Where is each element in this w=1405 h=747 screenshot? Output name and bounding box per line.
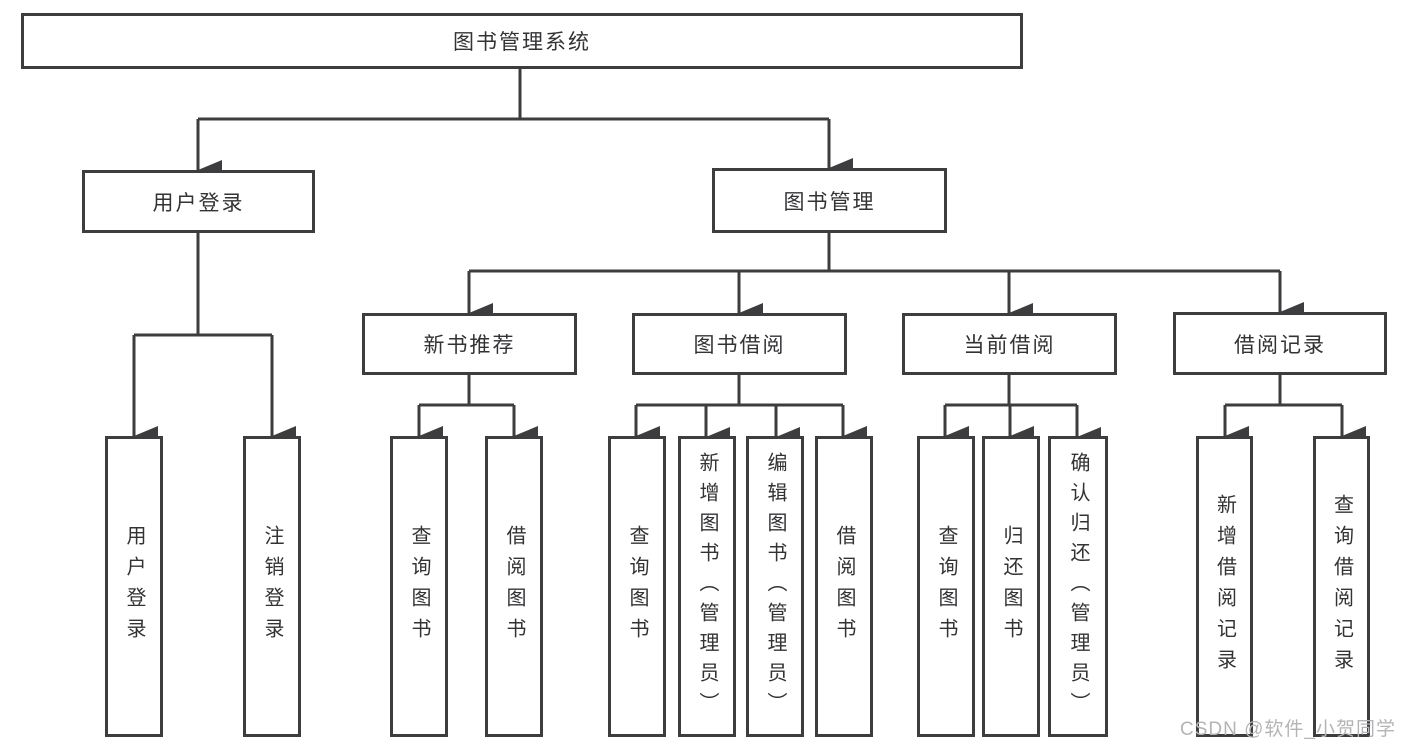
leaf-current-confirm-return-admin: 确认归还（管理员） (1048, 436, 1108, 737)
leaf-current-query-books: 查询图书 (917, 436, 975, 737)
node-library-system: 图书管理系统 (21, 13, 1023, 69)
node-borrow-records: 借阅记录 (1173, 312, 1387, 375)
node-borrow-records-label: 借阅记录 (1234, 333, 1326, 357)
node-book-borrowing-label: 图书借阅 (693, 334, 786, 357)
leaf-records-add-record: 新增借阅记录 (1196, 436, 1253, 737)
leaf-records-query-record-label: 查询借阅记录 (1330, 493, 1353, 680)
node-user-login-branch: 用户登录 (82, 170, 315, 233)
leaf-borrowing-borrow-books: 借阅图书 (815, 436, 873, 737)
node-current-borrowing: 当前借阅 (902, 313, 1117, 375)
leaf-borrowing-edit-books-admin: 编辑图书（管理员） (746, 436, 804, 737)
leaf-newbooks-borrow-books-label: 借阅图书 (503, 524, 525, 649)
node-new-book-recommend-label: 新书推荐 (423, 334, 516, 357)
leaf-user-login: 用户登录 (105, 436, 163, 737)
node-book-management: 图书管理 (712, 168, 947, 233)
leaf-current-confirm-return-admin-label: 确认归还（管理员） (1067, 451, 1089, 722)
leaf-current-return-books: 归还图书 (982, 436, 1040, 737)
node-book-management-label: 图书管理 (783, 190, 876, 214)
node-book-borrowing: 图书借阅 (632, 313, 847, 375)
leaf-newbooks-borrow-books: 借阅图书 (485, 436, 543, 737)
leaf-borrowing-add-books-admin-label: 新增图书（管理员） (696, 451, 718, 722)
leaf-borrowing-query-books: 查询图书 (608, 436, 666, 737)
leaf-borrowing-add-books-admin: 新增图书（管理员） (678, 436, 736, 737)
leaf-newbooks-query-books: 查询图书 (390, 436, 448, 737)
leaf-newbooks-query-books-label: 查询图书 (408, 524, 430, 649)
leaf-borrowing-edit-books-admin-label: 编辑图书（管理员） (764, 451, 786, 722)
node-user-login-branch-label: 用户登录 (152, 191, 245, 215)
leaf-records-add-record-label: 新增借阅记录 (1213, 493, 1236, 680)
leaf-borrowing-borrow-books-label: 借阅图书 (833, 524, 855, 649)
leaf-current-return-books-label: 归还图书 (1000, 524, 1022, 649)
leaf-current-query-books-label: 查询图书 (935, 524, 957, 649)
leaf-user-login-label: 用户登录 (123, 524, 145, 649)
leaf-logout-label: 注销登录 (261, 524, 283, 649)
node-current-borrowing-label: 当前借阅 (963, 334, 1056, 357)
leaf-records-query-record: 查询借阅记录 (1313, 436, 1370, 737)
leaf-logout: 注销登录 (243, 436, 301, 737)
node-new-book-recommend: 新书推荐 (362, 313, 577, 375)
node-library-system-label: 图书管理系统 (453, 31, 591, 54)
csdn-watermark: CSDN @软件_小贺同学 (1180, 719, 1396, 740)
leaf-borrowing-query-books-label: 查询图书 (626, 524, 648, 649)
